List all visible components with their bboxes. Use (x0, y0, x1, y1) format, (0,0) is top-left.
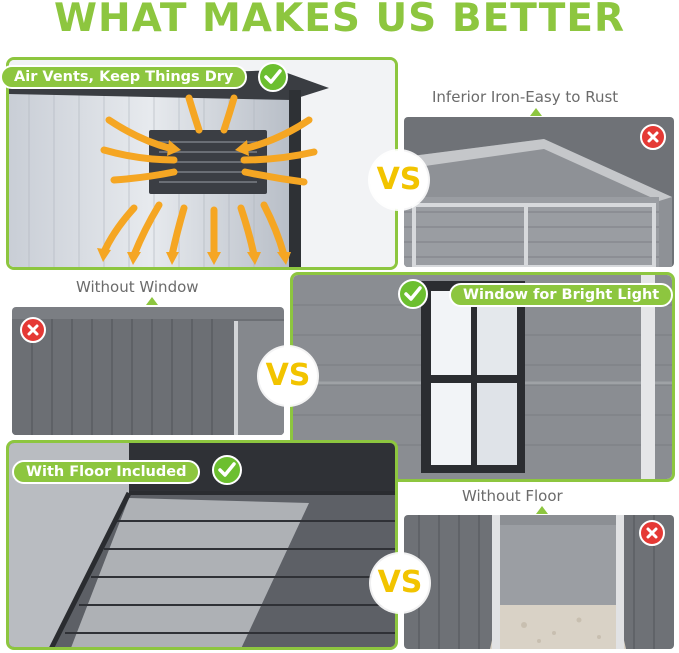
airflow-arrow-icon (100, 94, 318, 259)
window-illustration (293, 275, 672, 479)
vs-badge-3: VS (371, 554, 429, 612)
caption-pointer (146, 297, 158, 305)
page-title: WHAT MAKES US BETTER (54, 0, 625, 41)
good-label-window: Window for Bright Light (449, 283, 674, 307)
bad-caption-rust: Inferior Iron-Easy to Rust (432, 88, 619, 106)
bad-caption-floor: Without Floor (462, 487, 563, 505)
cross-icon (640, 124, 666, 150)
check-icon (212, 455, 242, 485)
good-label-floor: With Floor Included (12, 460, 201, 484)
bad-caption-window: Without Window (76, 278, 199, 296)
good-label-air-vents: Air Vents, Keep Things Dry (0, 65, 248, 89)
vs-badge-1: VS (370, 151, 428, 209)
no-window-panel (12, 307, 284, 435)
vs-badge-2: VS (259, 347, 317, 405)
cross-icon (20, 317, 46, 343)
check-icon (258, 62, 288, 92)
check-icon (398, 279, 428, 309)
window-frame (421, 281, 525, 473)
rusty-shed-panel (404, 117, 674, 267)
cross-icon (639, 520, 665, 546)
caption-pointer (536, 506, 548, 514)
air-vent-illustration (9, 60, 395, 267)
no-floor-panel (404, 515, 674, 649)
window-panel (290, 272, 675, 482)
caption-pointer (530, 108, 542, 116)
